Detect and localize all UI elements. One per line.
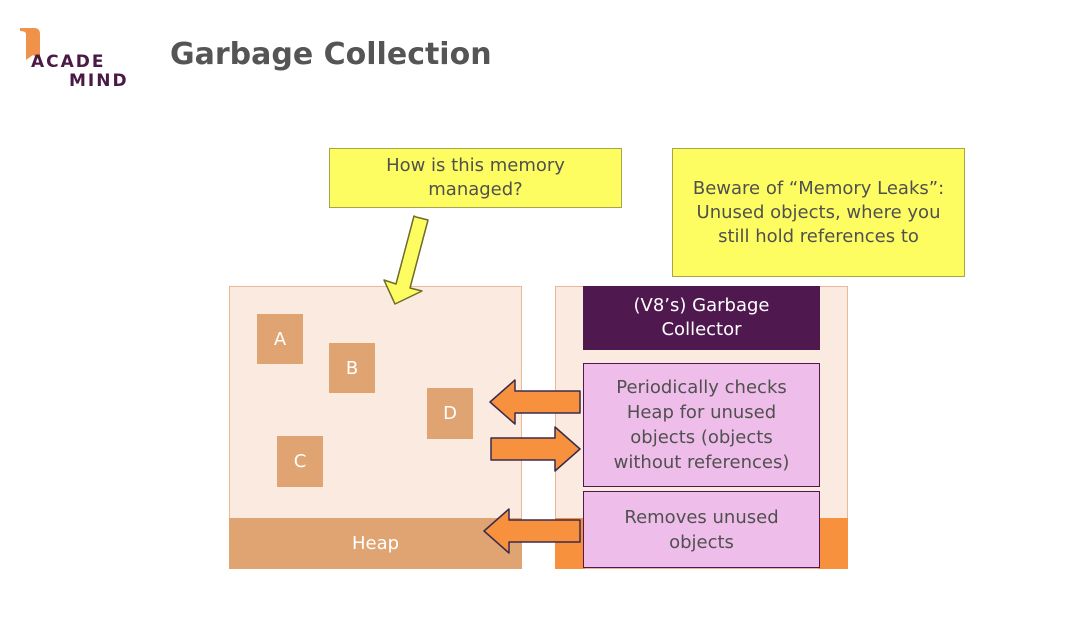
gc-remove-step-text: Removes unused objects bbox=[624, 506, 779, 553]
gc-remove-to-heap-arrow bbox=[483, 508, 581, 554]
gc-to-heap-arrow-upper bbox=[489, 379, 581, 425]
gc-title-text: (V8’s) Garbage Collector bbox=[633, 295, 770, 340]
memory-leak-callout-text: Beware of “Memory Leaks”: Unused objects… bbox=[692, 177, 945, 247]
heap-to-gc-arrow bbox=[490, 426, 581, 472]
gc-check-step-box: Periodically checks Heap for unused obje… bbox=[583, 363, 820, 487]
heap-object-c: C bbox=[277, 436, 323, 487]
logo-text-line2: MIND bbox=[69, 71, 129, 91]
heap-object-b: B bbox=[329, 343, 375, 393]
heap-object-d: D bbox=[427, 388, 473, 439]
logo-text-line1: ACADE bbox=[31, 52, 106, 72]
logo-flag-icon bbox=[20, 28, 40, 60]
gc-bottom-bar-right bbox=[818, 518, 848, 569]
question-callout-text: How is this memory managed? bbox=[386, 155, 565, 200]
question-to-heap-arrow bbox=[383, 215, 429, 305]
heap-object-a: A bbox=[257, 314, 303, 364]
gc-check-step-text: Periodically checks Heap for unused obje… bbox=[613, 377, 790, 473]
gc-title-box: (V8’s) Garbage Collector bbox=[583, 286, 820, 350]
gc-remove-step-box: Removes unused objects bbox=[583, 491, 820, 568]
question-callout: How is this memory managed? bbox=[329, 148, 622, 208]
heap-label: Heap bbox=[229, 518, 522, 569]
slide-title: Garbage Collection bbox=[170, 37, 492, 72]
memory-leak-callout: Beware of “Memory Leaks”: Unused objects… bbox=[672, 148, 965, 277]
